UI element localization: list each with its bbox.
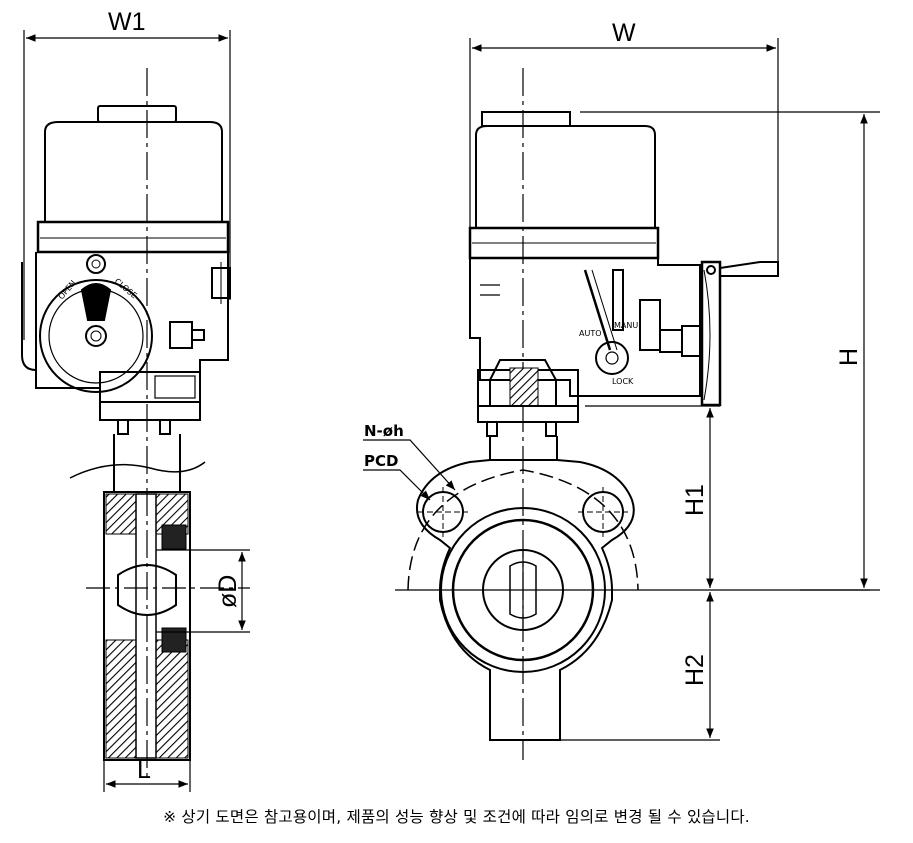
disclaimer-footnote: ※ 상기 도면은 참고용이며, 제품의 성능 향상 및 조건에 따라 임의로 변… — [163, 808, 750, 826]
dim-w1-label: W1 — [108, 8, 146, 36]
pcd-callout: PCD — [364, 452, 398, 470]
front-view — [363, 38, 880, 760]
side-view — [21, 30, 250, 792]
close-marking: CLOSE — [113, 277, 139, 301]
open-marking: OPEN — [57, 279, 78, 302]
dim-h-label: H — [835, 348, 863, 366]
dim-od-label: øD — [214, 575, 242, 608]
dim-h2-label: H2 — [681, 654, 709, 686]
dim-h1-label: H1 — [681, 484, 709, 516]
dim-l-label: L — [137, 756, 151, 784]
bolt-hole-callout: N-øh — [364, 422, 404, 440]
manu-marking: MANU — [614, 321, 638, 330]
auto-marking: AUTO — [579, 329, 602, 338]
lock-marking: LOCK — [612, 377, 634, 386]
dim-w-label: W — [612, 19, 636, 47]
